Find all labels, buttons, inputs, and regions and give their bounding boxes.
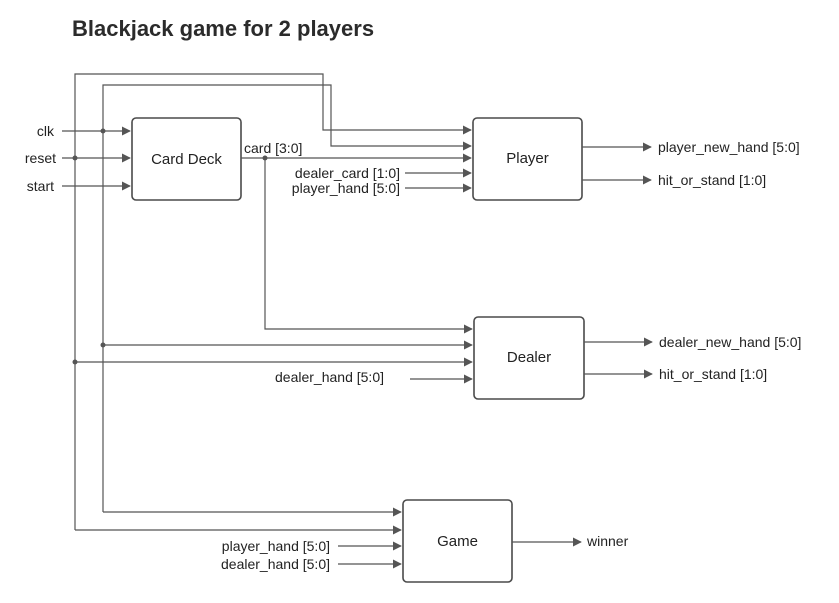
player-new-hand-label: player_new_hand [5:0] xyxy=(658,139,800,155)
clk-junction-dot xyxy=(100,128,106,134)
clk-label: clk xyxy=(37,123,55,139)
diagram-title: Blackjack game for 2 players xyxy=(72,16,374,41)
winner-label: winner xyxy=(586,533,629,549)
clk-to-player-wire xyxy=(102,84,472,151)
reset-label: reset xyxy=(25,150,56,166)
player-hit-or-stand-label: hit_or_stand [1:0] xyxy=(658,172,766,188)
game-player-hand-label: player_hand [5:0] xyxy=(222,538,330,554)
dealer-hand-in-label: dealer_hand [5:0] xyxy=(275,369,384,385)
reset-dealer-junction-dot xyxy=(72,359,78,365)
reset-junction-dot xyxy=(72,155,78,161)
card-deck-block: Card Deck xyxy=(131,117,242,201)
game-label: Game xyxy=(437,533,478,550)
dealer-label: Dealer xyxy=(507,349,551,366)
player-label: Player xyxy=(506,150,549,167)
dealer-card-label: dealer_card [1:0] xyxy=(295,165,400,181)
game-dealer-hand-label: dealer_hand [5:0] xyxy=(221,556,330,572)
player-hand-in-label: player_hand [5:0] xyxy=(292,180,400,196)
dealer-new-hand-label: dealer_new_hand [5:0] xyxy=(659,334,801,350)
start-label: start xyxy=(27,178,54,194)
dealer-hit-or-stand-label: hit_or_stand [1:0] xyxy=(659,366,767,382)
card-junction-dot xyxy=(262,155,268,161)
clk-dealer-junction-dot xyxy=(100,342,106,348)
game-block: Game xyxy=(402,499,513,583)
card-label: card [3:0] xyxy=(244,140,302,156)
player-block: Player xyxy=(472,117,583,201)
dealer-block: Dealer xyxy=(473,316,585,400)
card-deck-label: Card Deck xyxy=(151,151,222,168)
card-to-dealer-wire xyxy=(264,158,473,334)
reset-to-player-wire xyxy=(74,73,472,158)
